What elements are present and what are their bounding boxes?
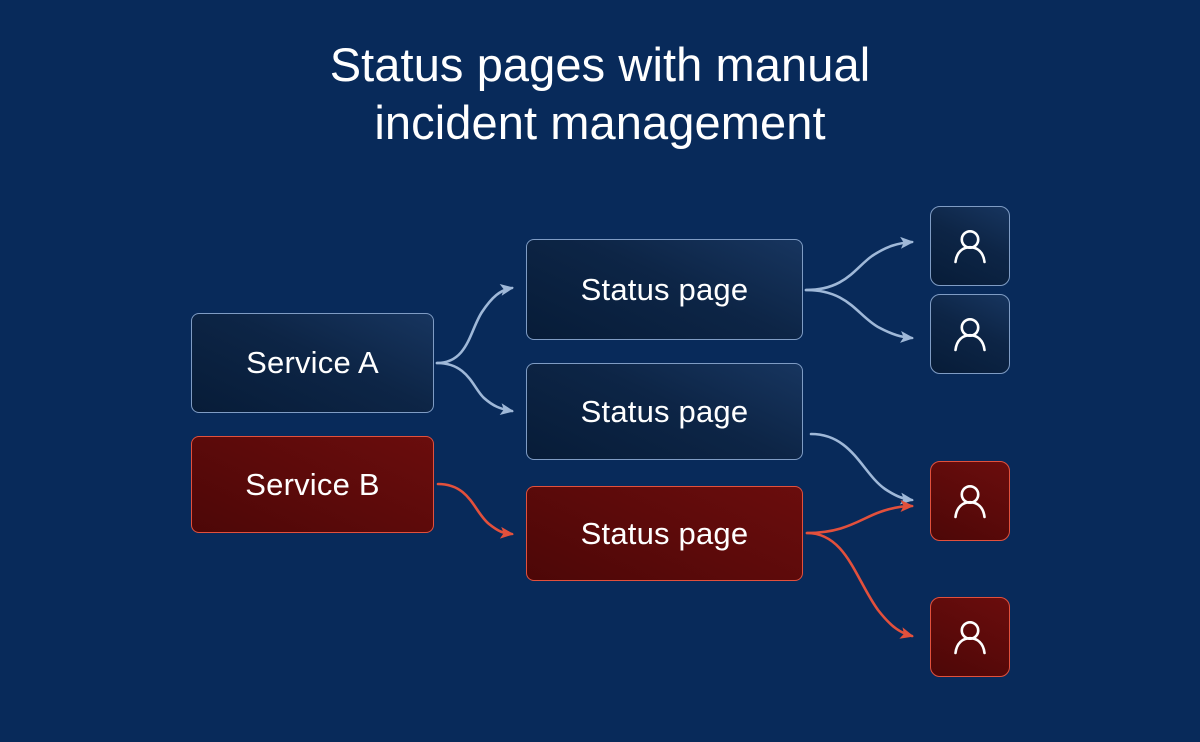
service-a-label: Service A — [246, 345, 379, 380]
connector-status-page-1-to-person-1 — [804, 236, 915, 292]
connector-status-page-3-to-person-4 — [805, 531, 914, 639]
status-page-1-label: Status page — [580, 271, 749, 307]
recipient-person-3[interactable] — [930, 461, 1010, 541]
service-b-node[interactable]: Service B — [191, 436, 434, 533]
recipient-person-2[interactable] — [930, 294, 1010, 374]
connector-service-a-to-status-page-2 — [435, 361, 515, 415]
status-page-3-node[interactable]: Status page — [526, 486, 803, 581]
page-title: Status pages with manual incident manage… — [329, 38, 871, 149]
status-page-2-node[interactable]: Status page — [526, 363, 803, 460]
person-icon — [948, 615, 992, 659]
connector-service-b-to-status-page-3 — [436, 482, 515, 539]
person-icon — [948, 224, 992, 268]
connector-service-a-to-status-page-1 — [435, 284, 515, 365]
connector-status-page-2-to-person-3 — [809, 432, 915, 505]
status-page-1-node[interactable]: Status page — [526, 239, 803, 340]
recipient-person-4[interactable] — [930, 597, 1010, 677]
connector-status-page-3-to-person-3 — [805, 500, 915, 535]
status-page-3-label: Status page — [580, 515, 749, 551]
person-icon — [948, 479, 992, 523]
status-page-2-label: Status page — [580, 393, 749, 429]
service-a-node[interactable]: Service A — [191, 313, 434, 413]
person-icon — [948, 312, 992, 356]
recipient-person-1[interactable] — [930, 206, 1010, 286]
service-b-label: Service B — [245, 466, 380, 502]
connector-status-page-1-to-person-2 — [804, 288, 915, 343]
